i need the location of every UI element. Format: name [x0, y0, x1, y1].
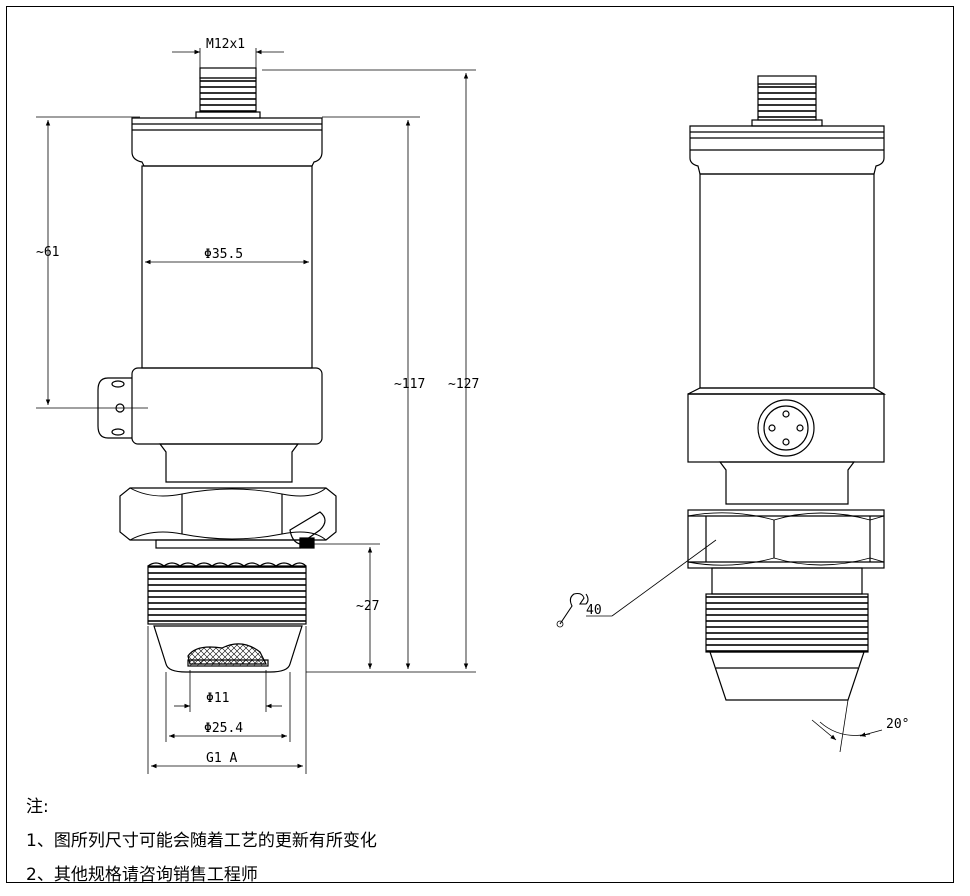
- connector-thread-right: [757, 83, 817, 121]
- dim-diameter-body: Φ35.5: [204, 247, 243, 262]
- dimensions-left: [36, 48, 476, 774]
- dim-process-thread: G1 A: [206, 751, 237, 766]
- connector-nut: [199, 67, 257, 79]
- tip-right: [709, 651, 865, 701]
- housing: [141, 165, 313, 369]
- dim-height-27: ~27: [356, 599, 379, 614]
- note-line-1: 1、图所列尺寸可能会随着工艺的更新有所变化: [26, 831, 377, 851]
- diaphragm: [187, 643, 267, 665]
- side-view: [687, 75, 887, 701]
- front-view: [97, 67, 337, 673]
- process-thread-right: [705, 593, 869, 653]
- dim-height-117: ~117: [394, 377, 425, 392]
- tip: [153, 625, 303, 673]
- connector-thread: [199, 77, 257, 113]
- dimension-labels: M12x1 ~61 Φ35.5 ~117 ~127 ~27 Φ11 Φ25.4 …: [36, 37, 909, 766]
- hex-nut-right: [687, 509, 885, 569]
- housing-right: [699, 173, 875, 389]
- note-line-2: 2、其他规格请咨询销售工程师: [26, 865, 258, 885]
- electrical-block: [131, 367, 323, 445]
- dim-height-61: ~61: [36, 245, 59, 260]
- top-cap: [131, 117, 323, 167]
- dim-wrench-size: 40: [586, 603, 602, 618]
- wrench-icon: [556, 592, 589, 628]
- dim-diameter-face: Φ25.4: [204, 721, 243, 736]
- annotations-right: [556, 539, 883, 753]
- dim-thread-connector: M12x1: [206, 37, 245, 52]
- dim-diameter-port: Φ11: [206, 691, 229, 706]
- drawing-frame: [6, 6, 954, 883]
- process-thread: [147, 565, 307, 625]
- notes-heading: 注:: [26, 797, 49, 817]
- m12-socket: [757, 399, 815, 457]
- dim-height-127: ~127: [448, 377, 479, 392]
- dim-cone-angle: 20°: [886, 717, 909, 732]
